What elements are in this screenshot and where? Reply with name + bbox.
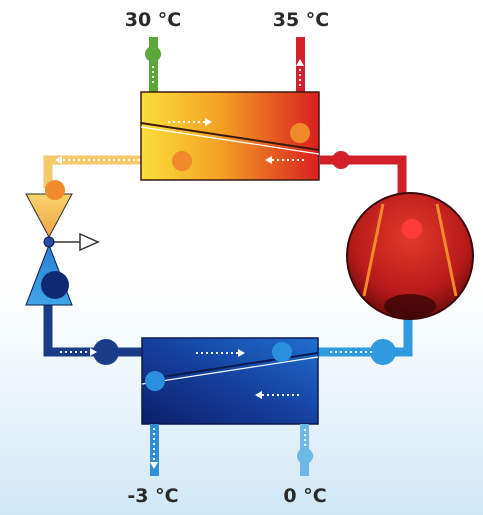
condenser-water-inlet-pipe	[145, 37, 161, 92]
condenser-water-node	[290, 123, 310, 143]
evaporator	[141, 337, 319, 425]
condenser-outlet-temp-label: 35 °C	[273, 9, 330, 31]
hot-gas-line-pipe	[320, 155, 407, 200]
condenser-water-outlet-pipe	[296, 37, 305, 92]
evaporator-brine-inlet-pipe	[297, 424, 313, 476]
condenser-refrigerant-node	[172, 151, 192, 171]
condenser-inlet-temp-label: 30 °C	[125, 9, 182, 31]
evaporator-brine-outlet-pipe	[150, 424, 159, 476]
valve-actuator-icon	[79, 232, 100, 252]
suction-node	[370, 339, 396, 365]
liquid-line-pipe	[43, 155, 142, 188]
evaporator-brine-node	[145, 371, 165, 391]
evaporator-inlet-temp-label: 0 °C	[283, 485, 326, 507]
hot-gas-node	[332, 151, 350, 169]
evaporator-refrigerant-node	[272, 342, 292, 362]
condenser	[140, 91, 320, 181]
evaporator-inlet-node	[93, 339, 119, 365]
evaporator-outlet-temp-label: -3 °C	[127, 485, 178, 507]
evaporator-inlet-pipe	[43, 305, 142, 357]
expansion-valve	[25, 180, 100, 306]
compressor	[346, 192, 474, 320]
suction-line-pipe	[318, 312, 413, 357]
